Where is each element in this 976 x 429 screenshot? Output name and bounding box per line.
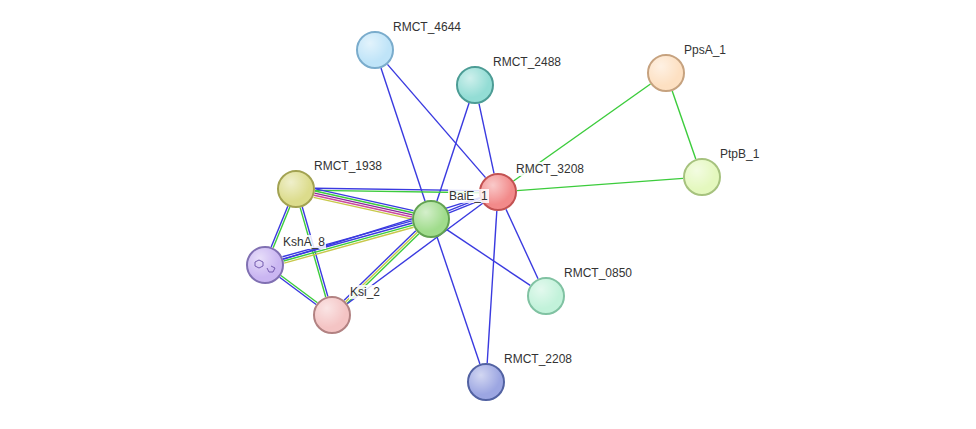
evidence-line: [447, 230, 530, 286]
node-label: RMCT_0850: [563, 266, 633, 280]
evidence-line: [381, 68, 425, 201]
interaction-edge: [314, 189, 414, 219]
interaction-edge: [479, 104, 494, 174]
interaction-edge: [447, 230, 530, 286]
evidence-line: [280, 277, 317, 304]
protein-node: RMCT_0850: [527, 277, 565, 315]
evidence-line: [437, 103, 469, 201]
interaction-edge: [381, 68, 425, 201]
node-label: RMCT_2208: [503, 352, 573, 366]
node-label: KshA_8: [282, 235, 326, 249]
node-shine: [529, 279, 563, 313]
evidence-line: [514, 84, 651, 181]
interaction-edge: [282, 221, 413, 263]
node-label: RMCT_1938: [313, 159, 383, 173]
node-shine: [649, 56, 683, 90]
interaction-edge: [514, 84, 651, 181]
interaction-edge: [437, 103, 469, 201]
node-label: Ksi_2: [349, 285, 381, 299]
node-label: BaiE_1: [448, 189, 489, 203]
protein-node: RMCT_2208: [467, 363, 505, 401]
interaction-edge: [344, 231, 419, 304]
evidence-line: [314, 197, 412, 219]
evidence-line: [281, 275, 318, 302]
protein-node: Ksi_2: [313, 296, 351, 334]
evidence-line: [316, 189, 414, 211]
evidence-line: [517, 178, 683, 190]
interaction-edge: [280, 275, 318, 304]
node-shine: [458, 68, 492, 102]
evidence-line: [314, 195, 412, 217]
node-shine: [685, 160, 719, 194]
evidence-line: [315, 191, 413, 213]
evidence-line: [344, 231, 416, 301]
node-shine: [315, 298, 349, 332]
node-shine: [279, 172, 313, 206]
node-shine: [248, 248, 282, 282]
evidence-line: [487, 211, 497, 363]
evidence-line: [346, 232, 418, 302]
node-label: PpsA_1: [683, 43, 727, 57]
interaction-edge: [283, 198, 480, 260]
protein-node: KshA_8: [246, 246, 284, 284]
node-label: RMCT_4644: [392, 20, 462, 34]
protein-node: PtpB_1: [683, 158, 721, 196]
evidence-line: [506, 209, 538, 278]
evidence-line: [479, 104, 494, 174]
evidence-line: [347, 234, 419, 304]
protein-node: PpsA_1: [647, 54, 685, 92]
evidence-line: [672, 91, 696, 159]
node-shine: [414, 202, 448, 236]
node-label: RMCT_3208: [515, 162, 585, 176]
interaction-edge: [437, 237, 480, 364]
node-shine: [358, 33, 392, 67]
protein-node: RMCT_2488: [456, 66, 494, 104]
interaction-edge: [517, 178, 683, 190]
protein-node: RMCT_4644: [356, 31, 394, 69]
evidence-line: [437, 237, 480, 364]
interaction-edge: [506, 209, 538, 278]
interaction-edge: [487, 211, 497, 363]
node-shine: [469, 365, 503, 399]
protein-node: BaiE_1: [412, 200, 450, 238]
evidence-line: [315, 193, 413, 215]
evidence-line: [283, 198, 480, 260]
interaction-edge: [672, 91, 696, 159]
structure-icon: [248, 248, 281, 281]
protein-node: RMCT_1938: [277, 170, 315, 208]
node-label: PtpB_1: [719, 147, 760, 161]
node-label: RMCT_2488: [492, 55, 562, 69]
